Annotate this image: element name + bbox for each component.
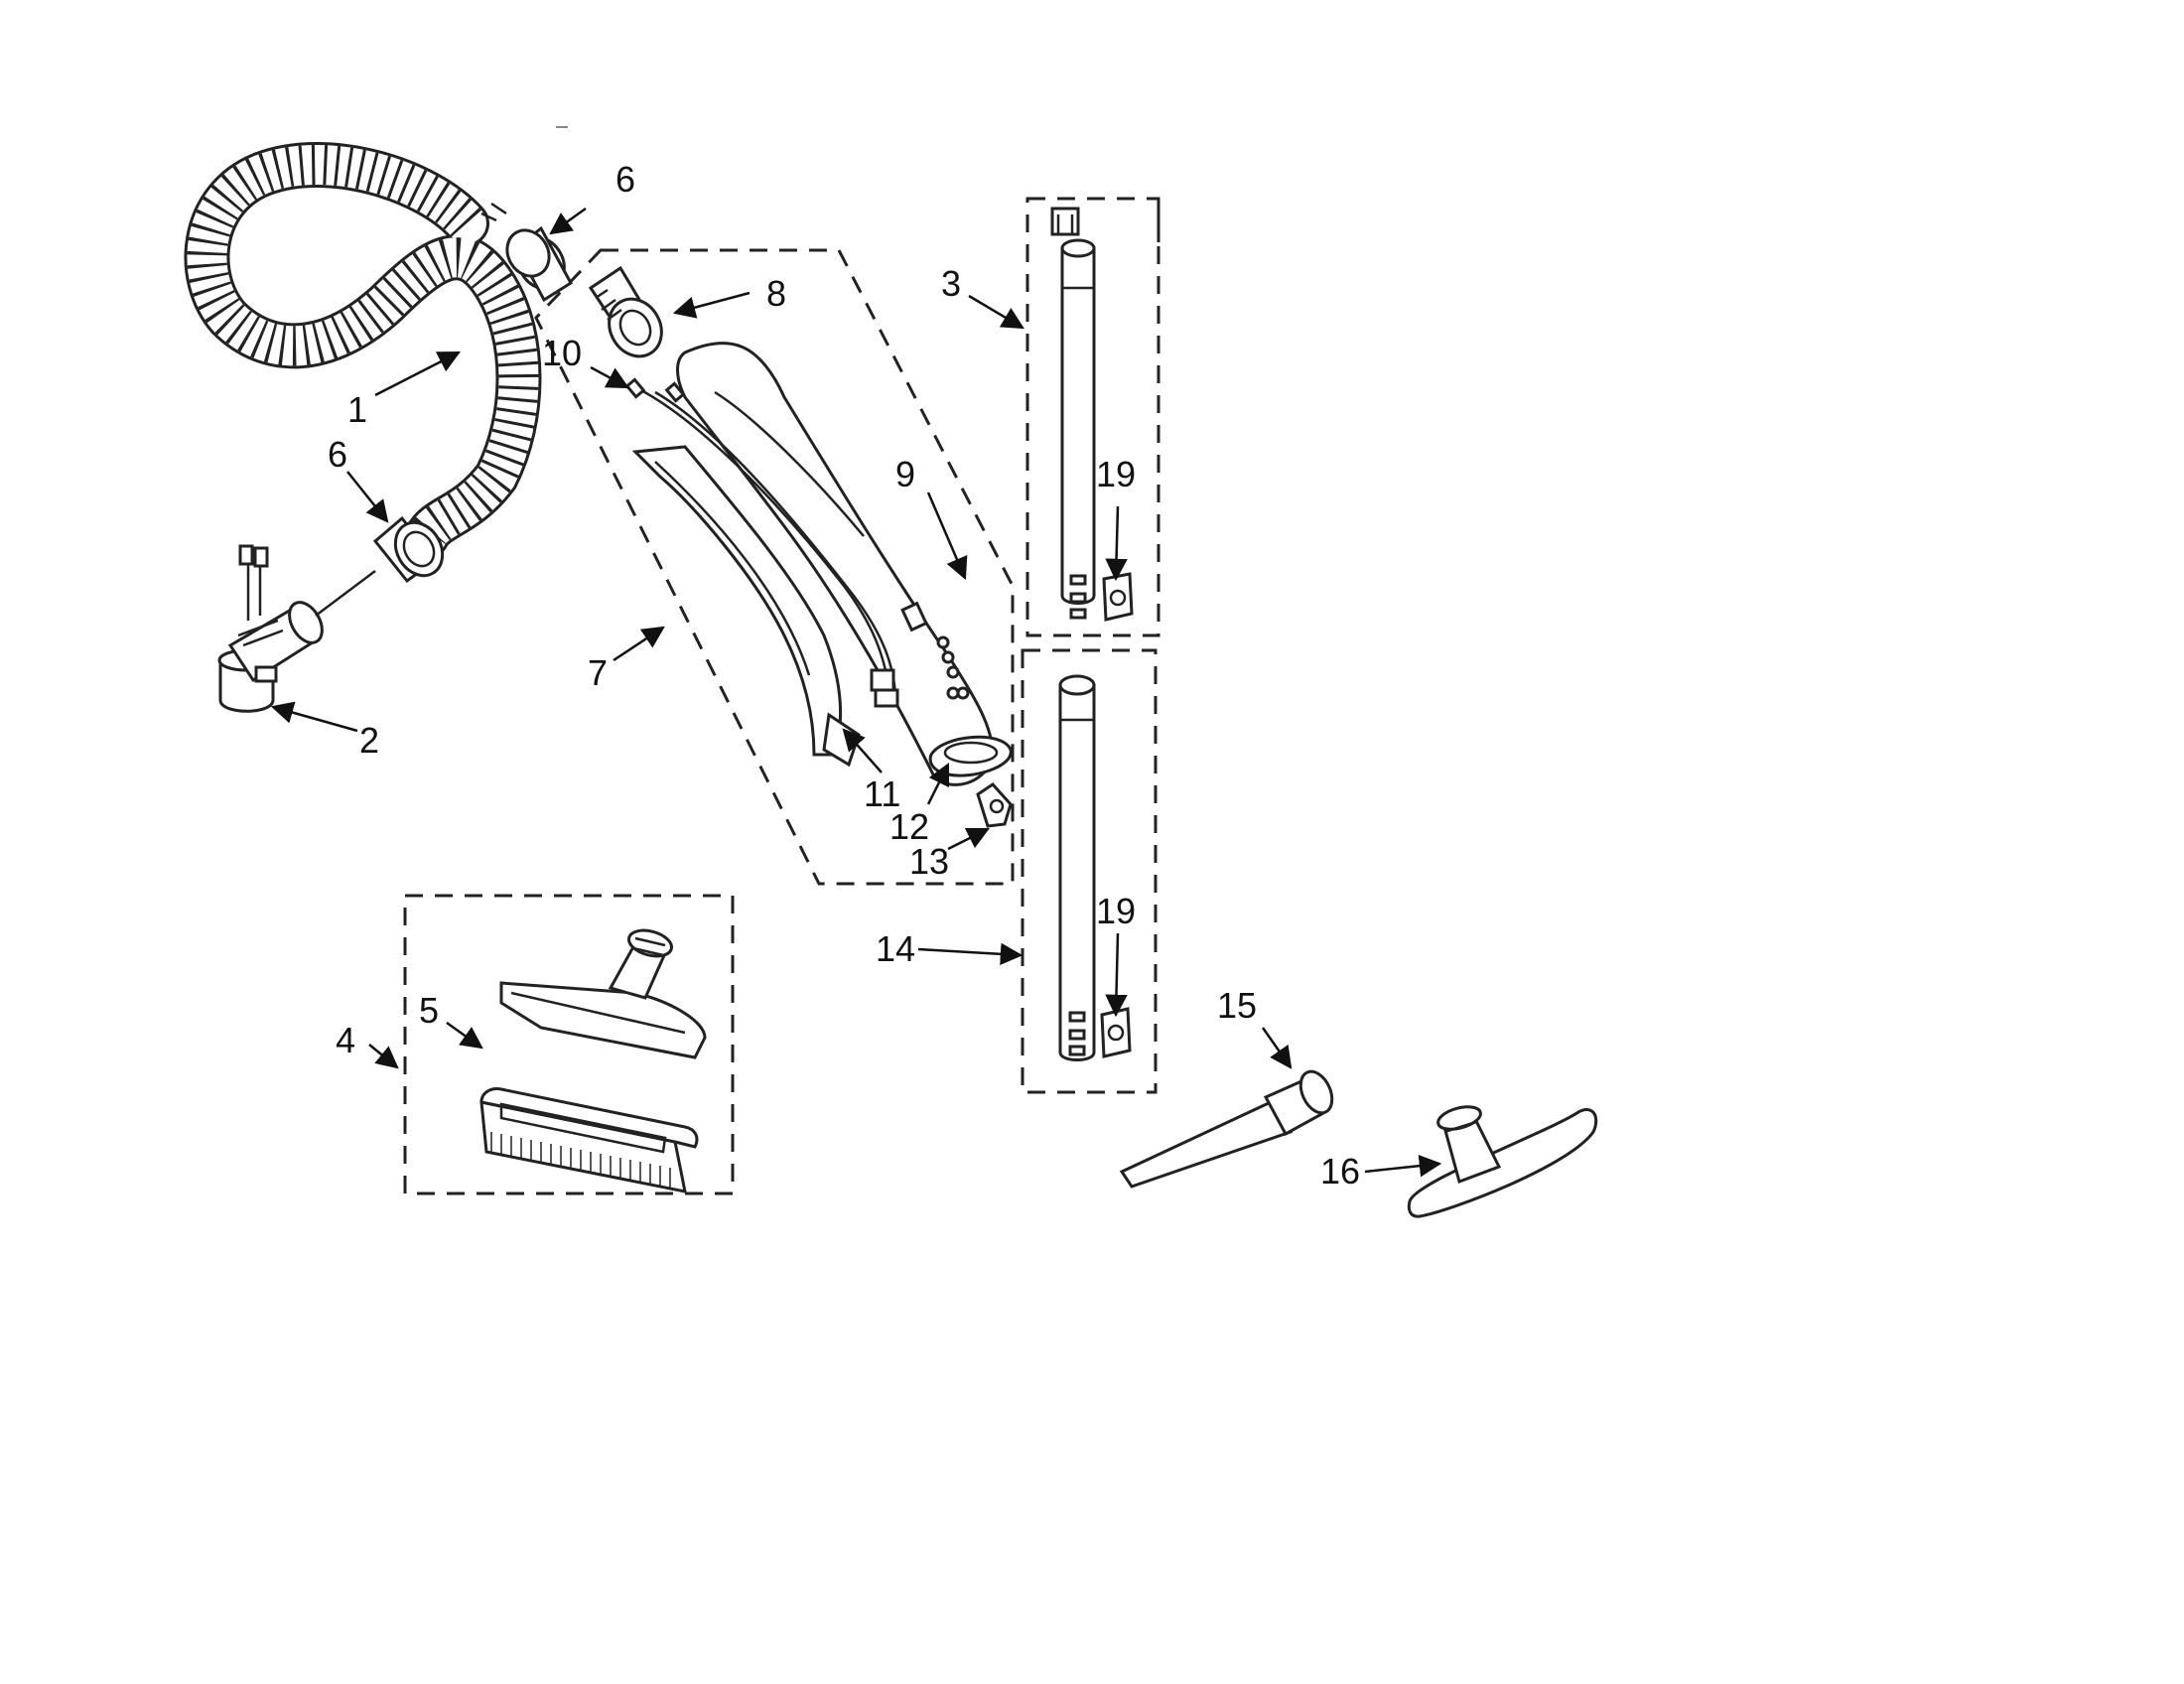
callout-14: 14 — [876, 928, 915, 969]
wire-leads-part — [624, 377, 897, 696]
swivel-connector-part — [217, 544, 376, 713]
upholstery-tool-part — [1407, 1105, 1598, 1218]
brush-strip-part — [479, 1087, 699, 1193]
hose-cuff-lower-part — [372, 515, 445, 584]
callout-15: 15 — [1217, 985, 1257, 1026]
hose-cuff-upper-part — [505, 225, 573, 303]
callout-6-upper: 6 — [615, 159, 635, 200]
callout-12: 12 — [889, 806, 929, 847]
callout-labels: 1 2 3 4 5 6 6 7 8 9 10 11 12 13 14 15 16… — [328, 159, 1360, 1192]
callout-7: 7 — [588, 652, 608, 693]
callout-13: 13 — [909, 841, 949, 882]
floor-brush-group-box — [403, 894, 735, 1195]
callout-19-lower: 19 — [1096, 891, 1136, 931]
callout-11: 11 — [864, 773, 900, 814]
wand-latch-lower-part — [1100, 1007, 1132, 1058]
wand-upper-group-box — [1025, 197, 1160, 637]
callout-3: 3 — [941, 263, 961, 304]
callout-10: 10 — [542, 333, 582, 373]
callout-1: 1 — [347, 389, 367, 430]
callout-16: 16 — [1320, 1151, 1360, 1192]
callout-2: 2 — [359, 720, 379, 761]
handle-assembly-group-box — [534, 248, 1015, 886]
wand-lower-group-box — [1021, 648, 1158, 1094]
callout-5: 5 — [419, 990, 439, 1031]
brush-bristles — [490, 1132, 671, 1188]
wand-latch-upper-part — [1102, 572, 1134, 622]
latch-part — [976, 782, 1013, 828]
crevice-tool-part — [1119, 1069, 1334, 1189]
callout-6-lower: 6 — [328, 434, 347, 475]
leader-arrows — [270, 207, 1442, 1178]
hose-part — [184, 141, 542, 559]
upper-wand-part — [1050, 207, 1096, 620]
floor-nozzle-part — [499, 928, 707, 1059]
callout-9: 9 — [895, 454, 915, 494]
callout-4: 4 — [336, 1020, 355, 1060]
lower-wand-part — [1058, 674, 1096, 1061]
callout-19-upper: 19 — [1096, 454, 1136, 494]
callout-8: 8 — [766, 273, 786, 314]
handle-coupling-part — [588, 265, 663, 358]
